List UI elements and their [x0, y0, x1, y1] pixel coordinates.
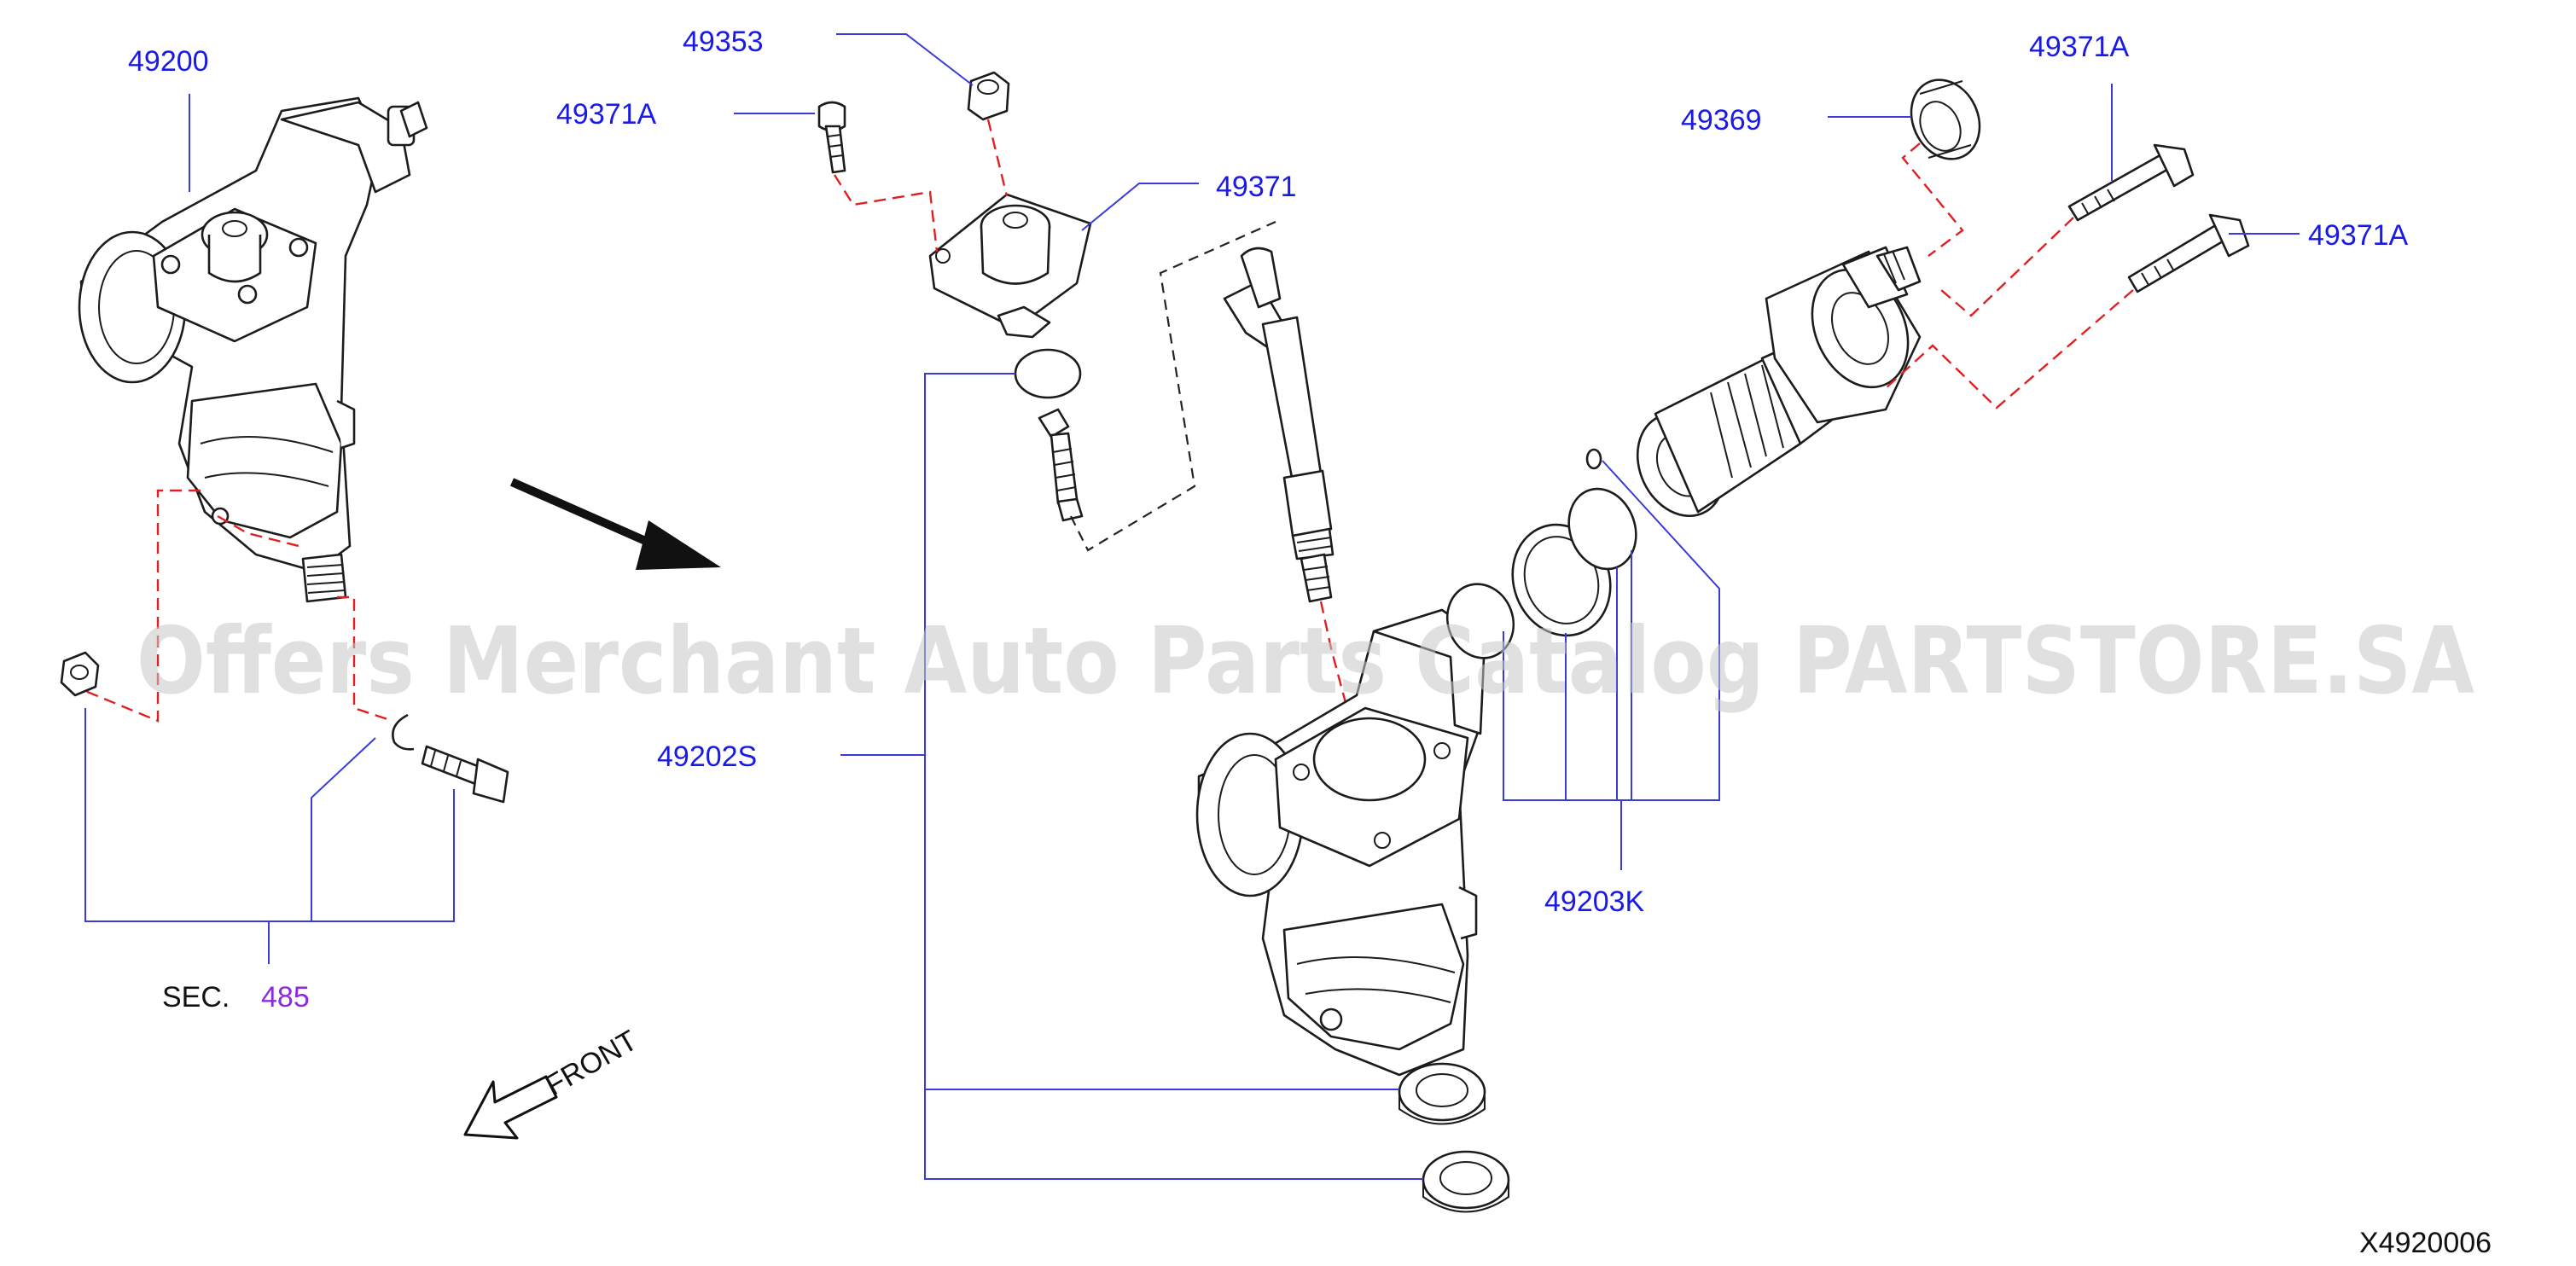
bolt-49371A-top [817, 101, 846, 174]
callout-49371: 49371 [1216, 171, 1297, 203]
hidden-line-bolt-lower [1885, 289, 2134, 409]
leader-49203K [1503, 460, 1720, 870]
oil-seal-lower [1422, 1150, 1510, 1213]
hidden-line-seal [1901, 142, 1964, 257]
adjuster-screw [1038, 408, 1084, 522]
bolt-49371A-upper-right [2067, 143, 2195, 222]
watermark: Offers Merchant Auto Parts Catalog PARTS… [137, 608, 2474, 715]
o-ring-set-49203K [1445, 448, 1637, 659]
hidden-outline-sector [1070, 220, 1276, 552]
hidden-line-nut [84, 489, 201, 723]
worm-shaft [1636, 246, 1922, 518]
snap-ring [392, 713, 415, 751]
oil-seal-upper [1398, 1062, 1486, 1125]
steering-gear-assembly-49200 [78, 96, 428, 603]
callout-49353: 49353 [683, 26, 764, 58]
leader-49353 [836, 33, 974, 86]
callout-49203K: 49203K [1544, 886, 1645, 918]
section-ref-number[interactable]: 485 [261, 981, 310, 1013]
nut-left [60, 651, 100, 697]
hidden-line-49371A [833, 174, 939, 253]
bolt-left [421, 745, 509, 804]
hidden-line-bolt-upper [1940, 217, 2074, 317]
leader-49202S [840, 373, 1423, 1180]
callout-49369: 49369 [1681, 104, 1762, 136]
oil-seal-49369 [1910, 78, 1981, 160]
callout-49200: 49200 [128, 45, 209, 78]
leader-49371 [1081, 183, 1199, 231]
cover-plate-49371 [928, 193, 1092, 339]
callout-49202S: 49202S [657, 740, 757, 773]
direction-arrow [509, 478, 721, 570]
hidden-line-bolt [337, 595, 393, 723]
callout-49371A-right: 49371A [2308, 219, 2409, 252]
hidden-line-49353 [986, 119, 1009, 197]
leader-sec485 [84, 708, 455, 964]
sector-shaft [1223, 247, 1335, 603]
bolt-49371A-lower-right [2127, 213, 2250, 293]
front-arrow-icon [463, 1075, 558, 1140]
callout-49371A-top: 49371A [556, 98, 657, 131]
callout-49371A-right-top: 49371A [2029, 31, 2130, 63]
section-ref-prefix: SEC. [162, 981, 230, 1013]
front-label: FRONT [540, 1024, 643, 1101]
hidden-line-shaft [217, 514, 299, 548]
o-ring-cover [1014, 348, 1082, 399]
nut-49353 [967, 71, 1010, 121]
diagram-code: X4920006 [2359, 1227, 2492, 1259]
